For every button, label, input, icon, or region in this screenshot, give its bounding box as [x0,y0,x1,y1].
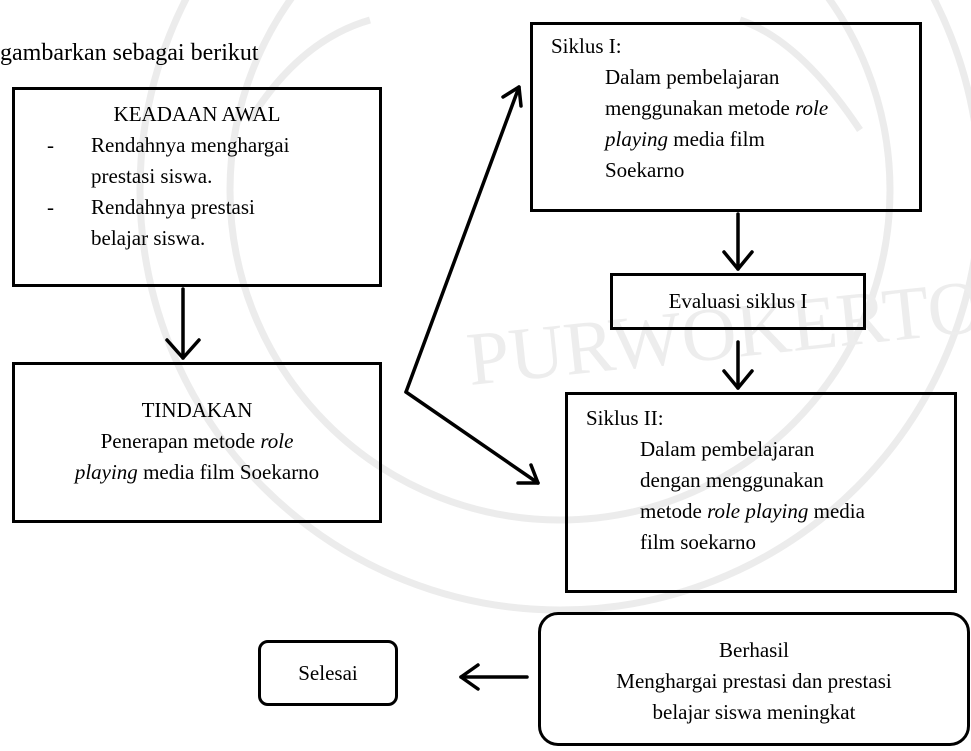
arrow-berhasil-to-selesai [459,663,529,691]
tindakan-line: playing media film Soekarno [74,460,320,484]
tindakan-line: Penerapan metode role [100,429,294,453]
bullet-dash: - [47,133,54,157]
siklus-2-line: Dalam pembelajaran [640,437,815,461]
siklus-2-box: Siklus II: Dalam pembelajaran dengan men… [565,392,957,593]
siklus-2-line: film soekarno [640,530,757,554]
item-line: Rendahnya prestasi [91,195,255,219]
arrow-evaluasi-to-siklus-2 [722,340,754,390]
arrow-tindakan-to-siklus-1 [404,85,523,394]
berhasil-line: Menghargai prestasi dan prestasi [616,669,892,693]
intro-text: gambarkan sebagai berikut [0,40,259,66]
tindakan-title: TINDAKAN [141,398,253,422]
siklus-1-title: Siklus I: [551,34,622,58]
selesai-label: Selesai [298,661,358,685]
siklus-1-line: Dalam pembelajaran [605,65,780,89]
arrow-tindakan-to-siklus-2 [404,390,540,485]
item-line: belajar siswa. [91,226,206,250]
keadaan-awal-box: KEADAAN AWAL - Rendahnya menghargai pres… [12,87,382,287]
item-line: prestasi siswa. [91,164,213,188]
siklus-1-line: menggunakan metode role [605,96,829,120]
berhasil-title: Berhasil [719,638,789,662]
siklus-1-line: playing media film [605,127,765,151]
tindakan-box: TINDAKAN Penerapan metode role playing m… [12,362,382,523]
keadaan-awal-item: - Rendahnya prestasi belajar siswa. [15,192,379,254]
evaluasi-box: Evaluasi siklus I [610,273,866,330]
evaluasi-label: Evaluasi siklus I [668,289,808,313]
siklus-2-line: metode role playing media [640,499,865,523]
berhasil-line: belajar siswa meningkat [652,700,856,724]
keadaan-awal-item: - Rendahnya menghargai prestasi siswa. [15,130,379,192]
arrow-siklus-1-to-evaluasi [722,212,754,271]
siklus-2-title: Siklus II: [586,406,664,430]
siklus-2-line: dengan menggunakan [640,468,824,492]
selesai-box: Selesai [258,640,398,706]
bullet-dash: - [47,195,54,219]
siklus-1-line: Soekarno [605,158,685,182]
keadaan-awal-title: KEADAAN AWAL [113,102,281,126]
item-line: Rendahnya menghargai [91,133,290,157]
arrow-awal-to-tindakan [165,287,201,360]
berhasil-box: Berhasil Menghargai prestasi dan prestas… [538,612,970,746]
siklus-1-box: Siklus I: Dalam pembelajaran menggunakan… [530,22,922,212]
